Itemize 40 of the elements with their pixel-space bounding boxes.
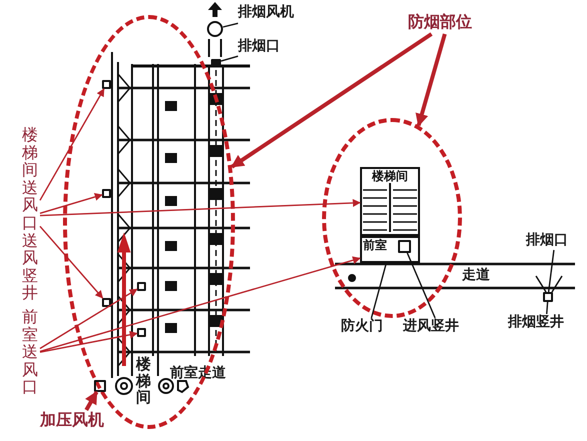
vertical-callout-label: 前室送风口: [22, 308, 38, 396]
air-vent: [137, 282, 146, 291]
arrow: [84, 390, 98, 411]
callout-label: 排烟竖井: [508, 314, 564, 331]
arrow: [40, 330, 138, 353]
arrow: [230, 32, 433, 168]
arrow: [40, 199, 361, 216]
arrow: [39, 88, 104, 201]
arrow: [40, 256, 361, 352]
leader-line: [548, 250, 555, 292]
room-label: 走道: [462, 268, 490, 284]
leader-line: [406, 252, 436, 318]
arrow: [39, 226, 104, 299]
callout-label: 排烟口: [238, 38, 280, 55]
arrow: [40, 193, 103, 214]
room-label: 楼梯间: [371, 169, 409, 184]
callout-label: 加压风机: [40, 410, 104, 430]
vertical-callout-label: 楼梯间送风口送风竖井: [22, 126, 38, 302]
room-label: 前室: [362, 238, 388, 252]
callout-label: 进风竖井: [403, 318, 459, 335]
vertical-room-label: 楼梯间: [136, 356, 151, 406]
stairwell-room: [360, 167, 420, 236]
air-vent: [102, 298, 111, 307]
dashed-ellipse: [322, 118, 462, 318]
air-vent: [137, 328, 146, 337]
callout-label: 防火门: [341, 318, 383, 335]
callout-label: 排烟风机: [238, 4, 294, 21]
arrow: [416, 33, 447, 127]
leader-line: [546, 302, 548, 314]
arrow: [40, 288, 138, 350]
leader-line: [220, 56, 238, 62]
callout-label: 防烟部位: [408, 12, 472, 32]
smoke-shaft: [543, 292, 553, 302]
air-vent: [102, 189, 111, 198]
leader-line: [370, 262, 387, 318]
vestibule-room: [360, 236, 420, 263]
leader-line: [222, 22, 238, 28]
air-vent: [102, 80, 111, 89]
air-shaft: [398, 240, 411, 253]
callout-label: 排烟口: [526, 232, 568, 249]
